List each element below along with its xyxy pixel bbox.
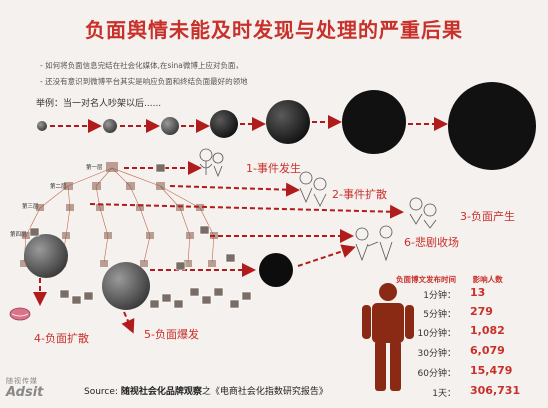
step-3-label: 3-负面产生 bbox=[460, 210, 515, 223]
stat-count-5: 15,479 bbox=[470, 364, 513, 377]
circle-4 bbox=[210, 110, 238, 138]
circle-layer-4-mid bbox=[102, 262, 150, 310]
layer-1-label: 第一层 bbox=[86, 165, 103, 171]
stat-count-4: 6,079 bbox=[470, 344, 505, 357]
step-6-label: 6-悲剧收场 bbox=[404, 236, 459, 249]
bullet-1: - 如何将负面信息完结在社会化媒体,在sina微博上应对负面， bbox=[40, 61, 243, 70]
stat-time-3: 10分钟： bbox=[417, 329, 456, 339]
step-5-label: 5-负面爆发 bbox=[144, 328, 199, 341]
stat-time-2: 5分钟： bbox=[423, 310, 456, 320]
stat-count-3: 1,082 bbox=[470, 324, 505, 337]
stat-time-5: 60分钟： bbox=[417, 369, 456, 379]
page-title: 负面舆情未能及时发现与处理的严重后果 bbox=[85, 18, 463, 42]
sketches bbox=[9, 148, 437, 321]
source-suffix: 之《电商社会化指数研究报告》 bbox=[201, 387, 328, 397]
circle-7 bbox=[448, 82, 536, 170]
layer-2-label: 第二层 bbox=[50, 184, 67, 190]
thumbnail-cluster bbox=[29, 163, 252, 309]
layer-4-label: 第四层 bbox=[10, 232, 27, 238]
source-prefix: Source: bbox=[84, 387, 121, 397]
stat-count-1: 13 bbox=[470, 286, 486, 299]
circle-layer-4-right bbox=[259, 253, 293, 287]
source-org: 随视社会化品牌观察 bbox=[120, 387, 202, 397]
logo-cn: 随视传媒 bbox=[6, 377, 38, 385]
person-figure bbox=[362, 283, 414, 391]
growth-circles bbox=[37, 82, 536, 170]
circle-layer-4-left bbox=[24, 234, 68, 278]
growth-arrows bbox=[50, 115, 448, 133]
stat-count-2: 279 bbox=[470, 305, 493, 318]
stat-time-6: 1天： bbox=[432, 389, 456, 399]
stats-header: 负面博文发布时间 影响人数 bbox=[396, 274, 517, 285]
adsit-logo: 随视传媒 Adsit bbox=[6, 376, 43, 399]
step-4-label: 4-负面扩散 bbox=[34, 332, 89, 345]
circle-6 bbox=[342, 90, 406, 154]
stat-count-6: 306,731 bbox=[470, 384, 521, 397]
step-2-label: 2-事件扩散 bbox=[332, 188, 387, 201]
circle-2 bbox=[103, 119, 117, 133]
logo-en: Adsit bbox=[6, 385, 44, 400]
circle-3 bbox=[161, 117, 179, 135]
example-text: 举例：当一对名人吵架以后...... bbox=[36, 99, 162, 109]
stat-time-4: 30分钟： bbox=[417, 349, 456, 359]
bullet-2: - 还没有意识到微博平台其实是响应负面和终结负面最好的领地 bbox=[40, 77, 248, 86]
circle-1 bbox=[37, 121, 47, 131]
circle-5 bbox=[266, 100, 310, 144]
step-1-label: 1-事件发生 bbox=[246, 162, 301, 175]
stats-header-count: 影响人数 bbox=[472, 275, 503, 284]
source-citation: Source: 随视社会化品牌观察之《电商社会化指数研究报告》 bbox=[84, 384, 328, 397]
stat-time-1: 1分钟： bbox=[423, 291, 456, 301]
layer-3-label: 第三层 bbox=[22, 204, 39, 210]
stats-header-time: 负面博文发布时间 bbox=[396, 275, 456, 284]
